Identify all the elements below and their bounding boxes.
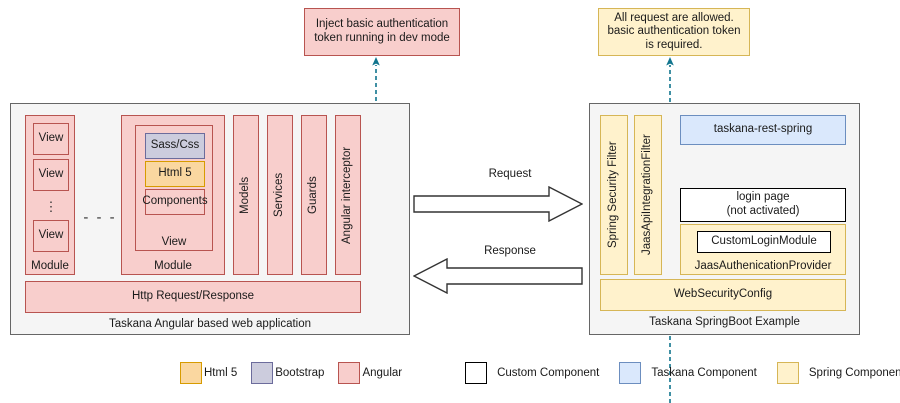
module-a-view-1: View (33, 123, 69, 155)
column-angular-interceptor: Angular interceptor (335, 115, 361, 275)
right-panel-caption-text: Taskana SpringBoot Example (649, 316, 800, 328)
response-arrow (413, 258, 583, 294)
module-b-item-html5: Html 5 (145, 161, 205, 187)
connector-left-dashed-arrow (372, 57, 380, 108)
right-panel-caption: Taskana SpringBoot Example (590, 316, 859, 328)
column-guards-label: Guards (307, 176, 320, 214)
legend: Html 5 Bootstrap Angular Custom Componen… (180, 360, 900, 386)
legend-label-angular: Angular (362, 367, 403, 379)
custom-login-module-box: CustomLoginModule (697, 231, 831, 253)
left-panel-caption: Taskana Angular based web application (11, 318, 409, 330)
login-page-box: login page (not activated) (680, 188, 846, 222)
taskana-rest-spring-box: taskana-rest-spring (680, 115, 846, 145)
module-b-item-sass-css-label: Sass/Css (150, 139, 200, 152)
request-arrow-label: Request (440, 168, 580, 180)
module-a-ellipsis: ⋮ (33, 195, 69, 219)
legend-item-angular: Angular (338, 362, 402, 384)
legend-item-bootstrap: Bootstrap (251, 362, 324, 384)
filter-spring-security-label: Spring Security Filter (607, 141, 620, 249)
legend-item-html5: Html 5 (180, 362, 237, 384)
column-services-label: Services (273, 172, 286, 218)
module-a-ellipsis-glyph: ⋮ (44, 198, 58, 214)
legend-label-bootstrap: Bootstrap (275, 367, 325, 379)
login-page-line-1: login page (736, 191, 790, 204)
request-arrow (413, 186, 583, 222)
column-models-label: Models (239, 176, 252, 214)
legend-label-html5: Html 5 (204, 367, 238, 379)
legend-swatch-custom-component (465, 362, 488, 384)
legend-swatch-spring-component (776, 362, 799, 384)
modules-separator-glyph: - - - (83, 209, 117, 227)
module-a-view-3: View (33, 220, 69, 252)
column-guards: Guards (301, 115, 327, 275)
legend-swatch-bootstrap (251, 362, 274, 384)
jaas-authentication-provider-label: JaasAuthenicationProvider (694, 260, 832, 272)
http-request-response-bar: Http Request/Response (25, 281, 361, 313)
response-arrow-text: Response (484, 245, 536, 257)
module-b-view-label: View (161, 236, 187, 248)
module-a-view-3-label: View (38, 229, 64, 242)
legend-label-custom-component: Custom Component (497, 367, 600, 379)
web-security-config-label: WebSecurityConfig (673, 288, 773, 301)
module-a-label: Module (31, 260, 69, 272)
legend-swatch-angular (338, 362, 361, 384)
module-b-item-sass-css: Sass/Css (145, 133, 205, 159)
module-a-view-1-label: View (38, 132, 64, 145)
module-a-view-2: View (33, 159, 69, 191)
module-a-view-2-label: View (38, 168, 64, 181)
legend-item-custom-component: Custom Component (465, 362, 599, 384)
legend-swatch-html5 (180, 362, 202, 384)
filter-jaas-api-integration: JaasApiIntegrationFilter (634, 115, 662, 275)
legend-label-spring-component: Spring Component (808, 367, 900, 379)
module-b-label: Module (154, 260, 192, 272)
taskana-rest-spring-label: taskana-rest-spring (713, 123, 813, 136)
login-page-line-2: (not activated) (726, 205, 800, 217)
module-a: View View ⋮ View Module (25, 115, 75, 275)
custom-login-module-label: CustomLoginModule (711, 235, 817, 248)
filter-jaas-api-integration-label: JaasApiIntegrationFilter (641, 134, 654, 256)
column-models: Models (233, 115, 259, 275)
legend-swatch-taskana-component (619, 362, 642, 384)
callout-requests-allowed: All request are allowed. basic authentic… (598, 8, 750, 56)
legend-item-taskana-component: Taskana Component (619, 362, 757, 384)
column-services: Services (267, 115, 293, 275)
column-angular-interceptor-label: Angular interceptor (341, 146, 354, 244)
callout-inject-token: Inject basic authentication token runnin… (304, 8, 460, 56)
callout-inject-token-text: Inject basic authentication token runnin… (314, 18, 450, 44)
web-security-config-box: WebSecurityConfig (600, 279, 846, 311)
http-request-response-label: Http Request/Response (131, 290, 255, 303)
legend-label-taskana-component: Taskana Component (651, 367, 757, 379)
module-b-item-html5-label: Html 5 (158, 167, 192, 180)
module-b: Sass/Css Html 5 Components View Module (121, 115, 225, 275)
module-b-item-components-label: Components (142, 195, 208, 208)
callout-requests-allowed-text: All request are allowed. basic authentic… (607, 11, 741, 51)
right-panel-springboot-example: Spring Security Filter JaasApiIntegratio… (589, 103, 860, 335)
jaas-authentication-provider-box: CustomLoginModule JaasAuthenicationProvi… (680, 224, 846, 275)
legend-item-spring-component: Spring Component (776, 362, 900, 384)
left-panel-caption-text: Taskana Angular based web application (108, 318, 312, 330)
left-panel-angular-app: View View ⋮ View Module - - - Sass/Css H… (10, 103, 410, 335)
filter-spring-security: Spring Security Filter (600, 115, 628, 275)
response-arrow-label: Response (440, 245, 580, 257)
module-b-view: Sass/Css Html 5 Components View (135, 125, 213, 251)
modules-separator: - - - (81, 208, 119, 228)
module-b-item-components: Components (142, 189, 208, 215)
request-arrow-text: Request (488, 168, 532, 180)
